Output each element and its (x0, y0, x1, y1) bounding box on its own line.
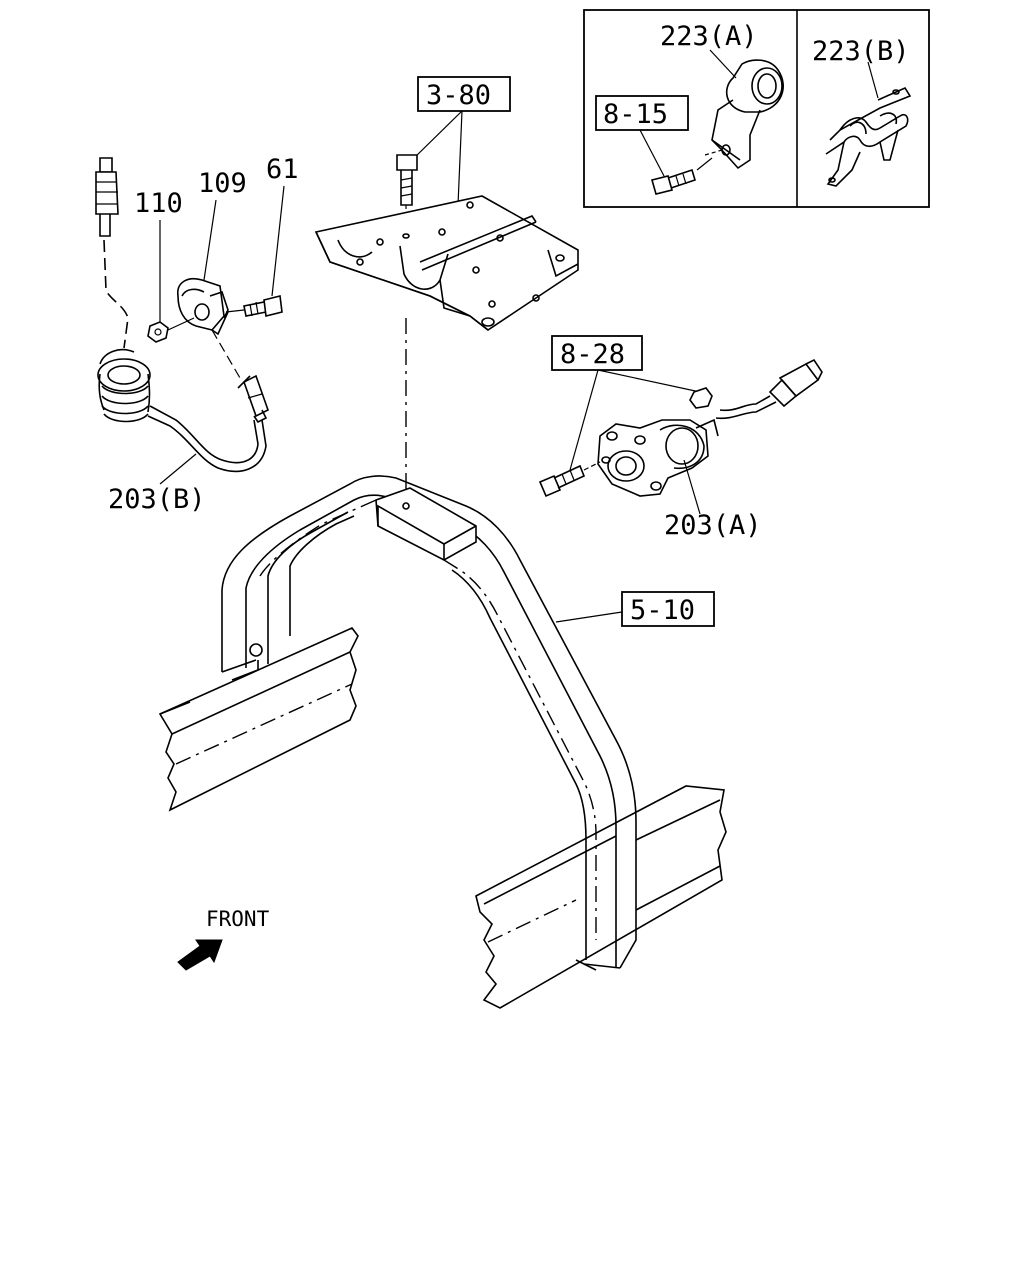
label-61: 61 (266, 154, 299, 185)
coil-cable-203b: 203(B) (95, 157, 269, 515)
label-110: 110 (134, 188, 183, 219)
ref-8-28[interactable]: 8-28 (560, 339, 625, 370)
frame-crossmember-5-10: 5-10 (158, 475, 727, 1009)
sensor-203a: 8-28 203(A) (538, 335, 823, 541)
clamp-223a (651, 59, 784, 195)
front-arrow-icon (177, 939, 223, 971)
clamp-223b (825, 86, 912, 187)
ref-3-80[interactable]: 3-80 (426, 80, 491, 111)
label-109: 109 (198, 168, 247, 199)
ref-box-8-15 (595, 95, 689, 131)
front-label: FRONT (206, 907, 270, 931)
front-indicator: FRONT (177, 907, 270, 971)
mount-109: 110 109 61 (134, 154, 299, 379)
ref-8-15[interactable]: 8-15 (603, 99, 668, 130)
bracket-3-80: 3-80 (314, 76, 579, 505)
label-203a: 203(A) (664, 510, 762, 541)
label-223a: 223(A) (660, 21, 758, 52)
ref-5-10[interactable]: 5-10 (630, 595, 695, 626)
detail-inset: 223(A) 223(B) 8-15 (583, 9, 930, 208)
label-203b: 203(B) (108, 484, 206, 515)
label-223b: 223(B) (812, 36, 910, 67)
